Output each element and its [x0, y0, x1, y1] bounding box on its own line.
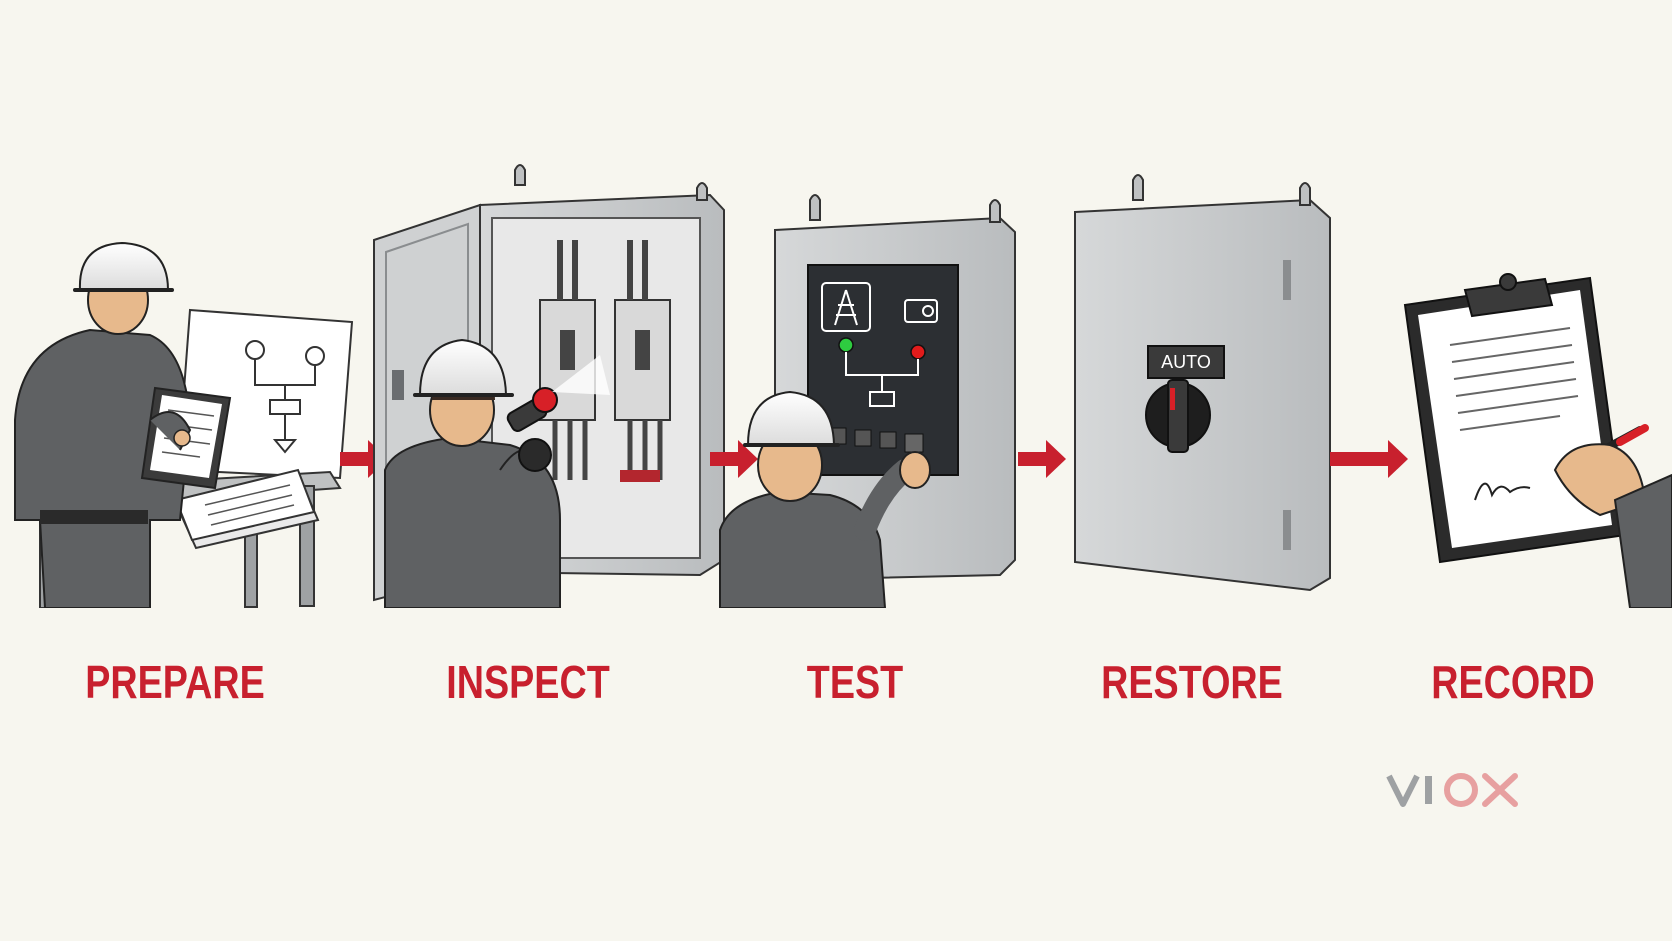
flow-arrow-icon: [1330, 440, 1408, 478]
report-clipboard-icon: [1403, 273, 1627, 564]
technician-inspect: [384, 338, 610, 609]
switch-mode-label: AUTO: [1147, 345, 1225, 379]
source-green-indicator: [838, 337, 854, 353]
flashlight-icon: [506, 355, 610, 432]
utility-tower-icon: [834, 289, 858, 326]
restore-illustration: [1074, 174, 1331, 592]
hard-hat-icon: [73, 241, 174, 292]
document-stack-icon: [174, 468, 320, 550]
closed-cabinet-icon: [1074, 174, 1331, 592]
hard-hat-icon: [743, 390, 840, 447]
step-label-restore: RESTORE: [1101, 656, 1283, 708]
flow-arrow-icon: [1018, 440, 1066, 478]
viox-logo: [1385, 770, 1545, 810]
selector-switch-icon: [1145, 379, 1211, 453]
test-illustration: [719, 194, 1016, 609]
step-label-record: RECORD: [1431, 656, 1595, 708]
technician-prepare: [14, 241, 232, 609]
generator-icon: [904, 299, 938, 323]
test-button: [904, 433, 924, 453]
viox-logo-mark: [1386, 773, 1518, 807]
step-label-inspect: INSPECT: [446, 656, 610, 708]
record-illustration: [1403, 273, 1672, 609]
flow-arrow-icon: [710, 440, 758, 478]
step-label-test: TEST: [806, 656, 904, 708]
source-red-indicator: [910, 344, 926, 360]
step-label-prepare: PREPARE: [85, 656, 265, 708]
control-panel-cabinet-icon: [774, 194, 1016, 582]
prepare-illustration: [14, 241, 354, 609]
inspect-illustration: [373, 164, 725, 609]
signing-hand-icon: [1553, 424, 1672, 609]
technician-test: [719, 390, 931, 609]
hard-hat-icon: [413, 338, 514, 397]
